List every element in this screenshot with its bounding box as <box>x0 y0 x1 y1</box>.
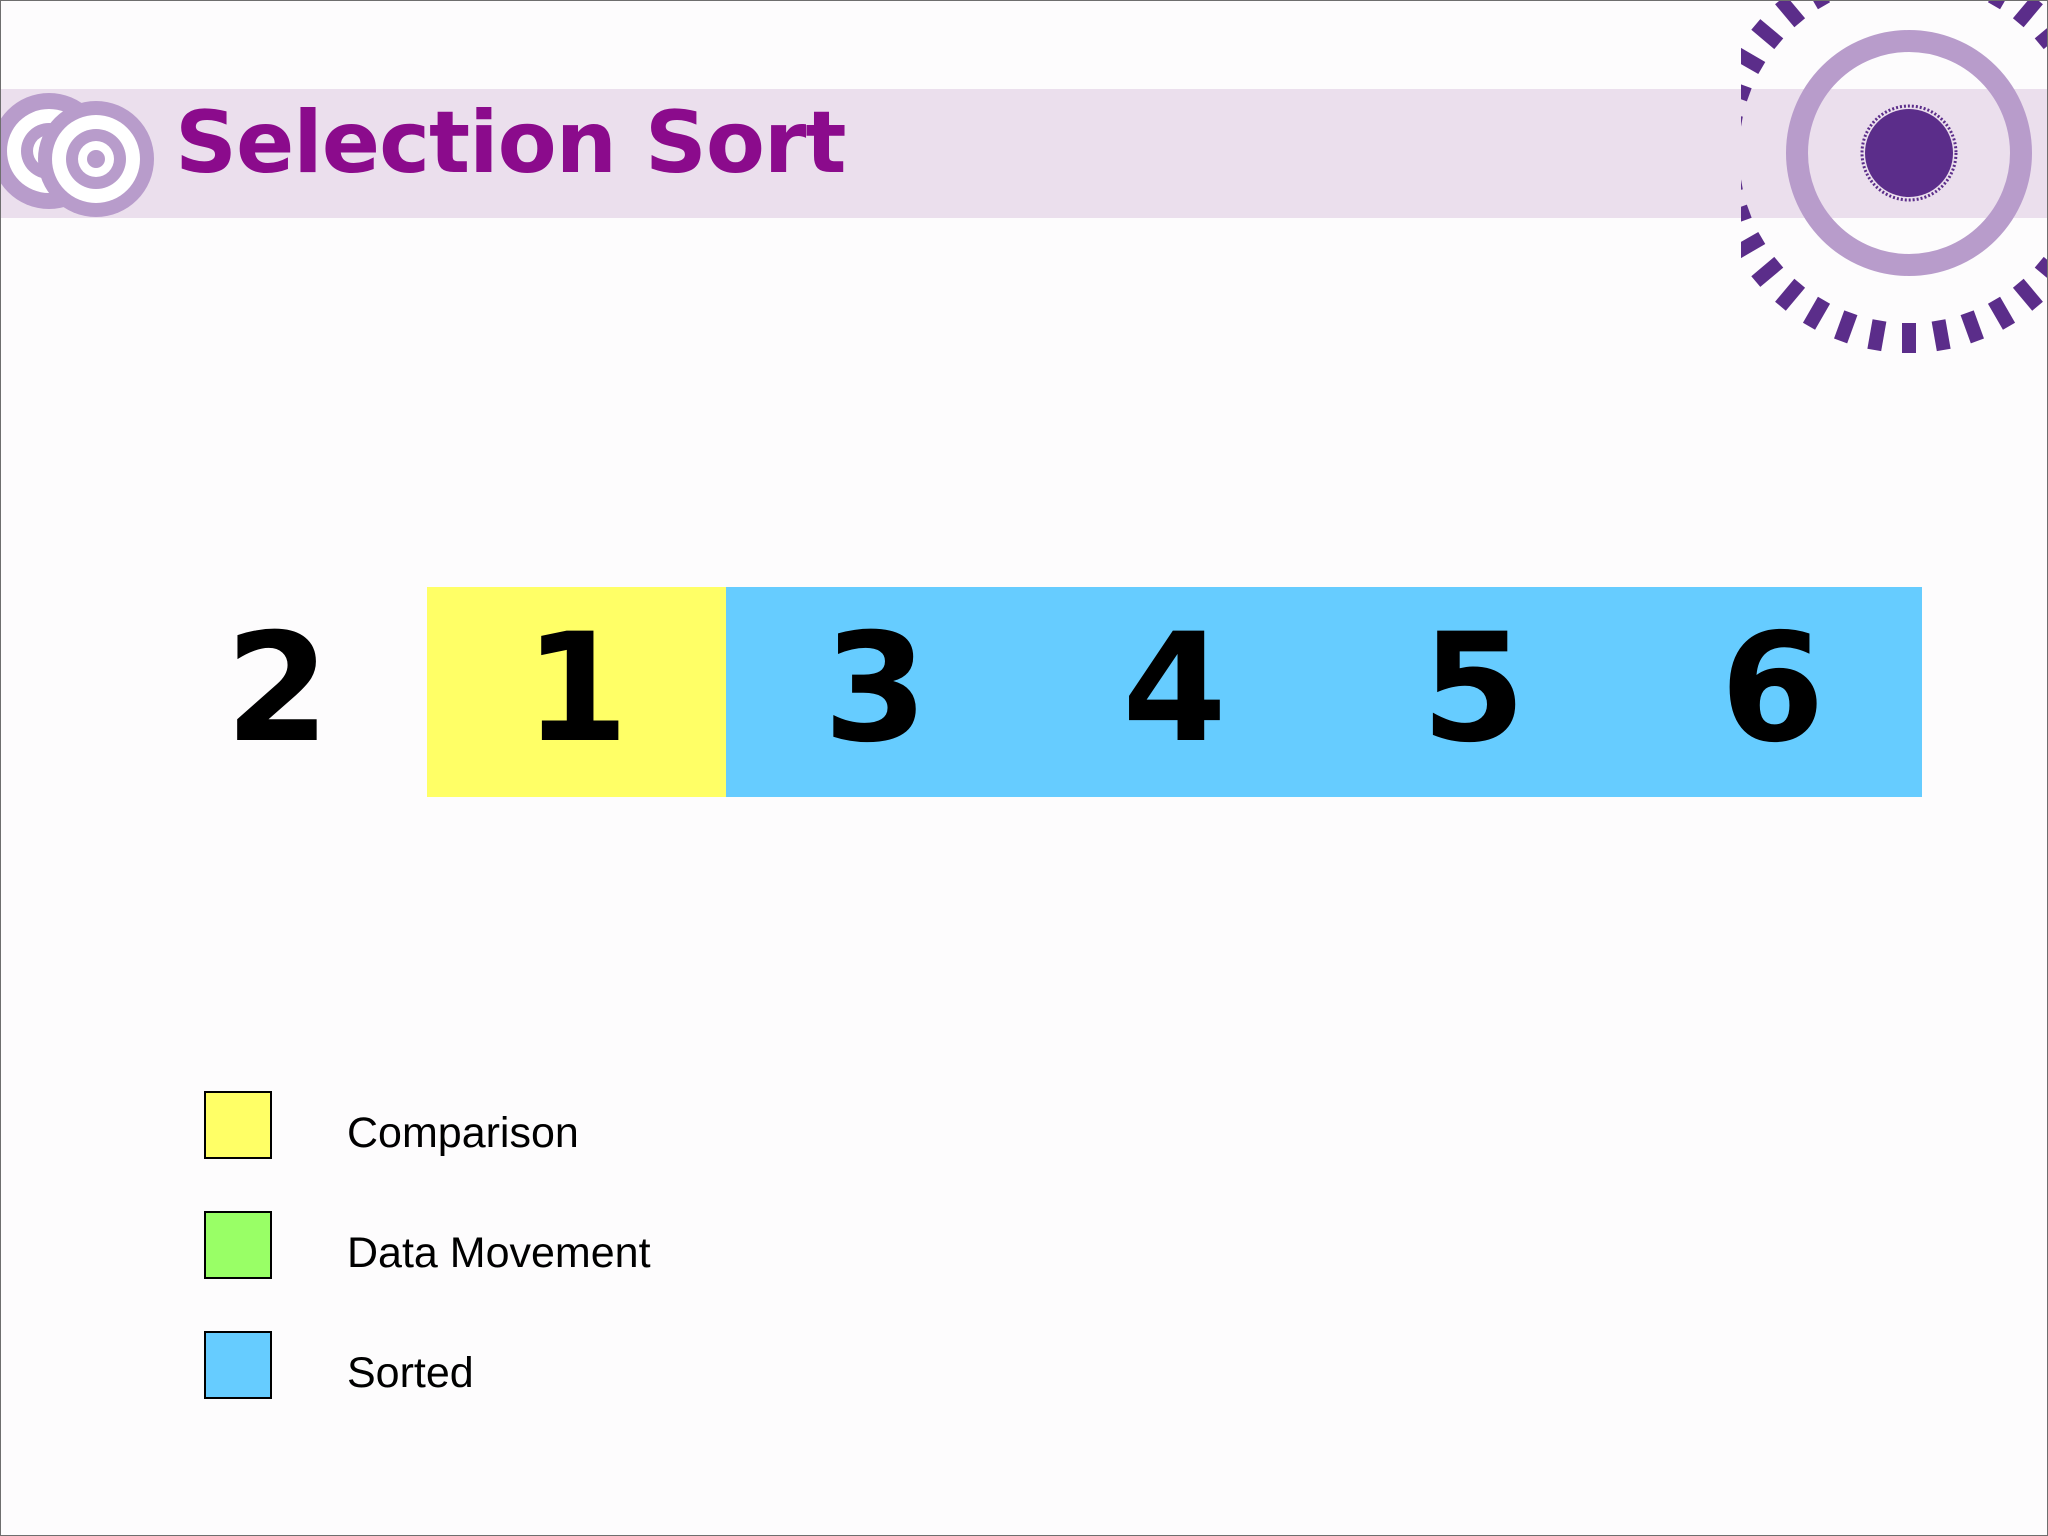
legend-label: Data Movement <box>347 1229 651 1277</box>
array-cell: 5 <box>1324 587 1623 797</box>
array-cell-value: 5 <box>1421 602 1526 776</box>
array-cell-value: 3 <box>823 602 928 776</box>
legend-swatch <box>204 1091 272 1159</box>
array-cell-value: 1 <box>524 602 629 776</box>
legend-label: Comparison <box>347 1109 579 1157</box>
legend-swatch <box>204 1211 272 1279</box>
concentric-circles-logo-icon <box>1 93 154 217</box>
legend-item-comparison: Comparison <box>204 1091 904 1163</box>
slide-title: Selection Sort <box>175 93 846 193</box>
array-cell: 1 <box>427 587 726 797</box>
array-cell: 3 <box>726 587 1025 797</box>
array-cell: 4 <box>1025 587 1324 797</box>
legend-swatch <box>204 1331 272 1399</box>
array-cell-value: 6 <box>1720 602 1825 776</box>
array-cell-value: 4 <box>1122 602 1227 776</box>
legend-label: Sorted <box>347 1349 474 1397</box>
legend-item-sorted: Sorted <box>204 1331 904 1403</box>
array-cell-value: 2 <box>225 602 330 776</box>
title-band <box>1 89 2047 218</box>
legend-item-data-movement: Data Movement <box>204 1211 904 1283</box>
array-cell: 2 <box>128 587 427 797</box>
sunburst-ring-decoration-icon <box>1741 1 2047 353</box>
array-cell: 6 <box>1623 587 1922 797</box>
